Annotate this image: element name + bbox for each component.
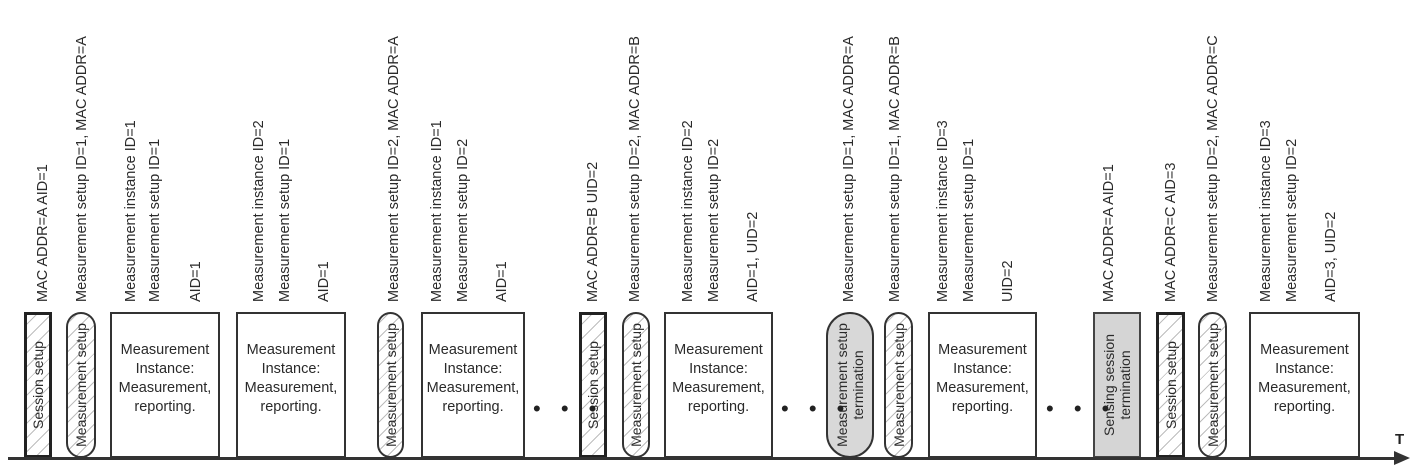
parameter-label: Measurement setup ID=2, MAC ADDR=C xyxy=(1205,35,1221,302)
block-label-line: Measurement xyxy=(120,342,210,358)
block-label: Measurement setup xyxy=(1205,323,1221,447)
block-label-line: termination xyxy=(850,350,866,420)
parameter-label: MAC ADDR=B UID=2 xyxy=(585,161,601,302)
block-label: Session setup xyxy=(1163,341,1179,429)
block-label-line: Measurement setup xyxy=(382,323,399,447)
block-label: Session setup xyxy=(30,341,46,429)
block-label: Measurement setup xyxy=(891,323,907,447)
parameter-label: Measurement instance ID=1 xyxy=(429,120,445,302)
parameter-label: Measurement setup ID=1, MAC ADDR=A xyxy=(841,36,857,302)
block-label-line: termination xyxy=(1117,350,1133,420)
block-label-line: Measurement setup xyxy=(628,323,644,447)
block-label-line: Session setup xyxy=(30,341,46,429)
measurement-setup-block: Measurement setup xyxy=(66,312,96,458)
parameter-label: Measurement instance ID=3 xyxy=(1258,120,1274,302)
block-label-line: Measurement, xyxy=(936,380,1029,396)
block-label-line: Measurement, xyxy=(672,380,765,396)
session-setup-block: Session setup xyxy=(579,312,607,458)
block-label: Measurement setup xyxy=(383,323,399,447)
parameter-label: UID=2 xyxy=(1000,260,1016,302)
block-label: Measurement setup xyxy=(628,323,644,447)
block-label-line: Instance: xyxy=(1275,361,1334,377)
session-setup-block: Session setup xyxy=(24,312,52,458)
block-label-line: Measurement xyxy=(246,342,336,358)
parameter-label: Measurement setup ID=2, MAC ADDR=A xyxy=(386,36,402,302)
block-label: Measurement setup xyxy=(73,323,89,447)
ellipsis-dots: • • • xyxy=(781,396,852,421)
parameter-label: Measurement instance ID=1 xyxy=(123,120,139,302)
parameter-label: AID=1 xyxy=(188,261,204,302)
block-label-line: Instance: xyxy=(689,361,748,377)
block-label-line: Measurement setup xyxy=(1204,323,1221,447)
block-label-line: Instance: xyxy=(261,361,321,377)
block-label-line: reporting. xyxy=(951,399,1014,415)
block-label-line: reporting. xyxy=(134,399,196,415)
measurement-setup-block: Measurement setup xyxy=(884,312,913,458)
parameter-label: Measurement setup ID=1, MAC ADDR=B xyxy=(887,36,903,302)
block-label-line: Measurement xyxy=(1260,342,1349,358)
parameter-label: Measurement setup ID=1 xyxy=(147,138,163,302)
parameter-label: Measurement instance ID=2 xyxy=(680,120,696,302)
parameter-label: AID=1 xyxy=(494,261,510,302)
parameter-label: Measurement instance ID=2 xyxy=(251,120,267,302)
parameter-label: AID=1 xyxy=(316,261,332,302)
parameter-label: AID=3, UID=2 xyxy=(1323,211,1339,302)
block-label-line: Measurement setup xyxy=(834,323,850,447)
block-label-line: Measurement setup xyxy=(890,323,907,447)
parameter-label: AID=1, UID=2 xyxy=(745,211,761,302)
parameter-label: MAC ADDR=C AID=3 xyxy=(1163,162,1179,302)
block-label-line: Measurement xyxy=(674,342,763,358)
block-label-line: reporting. xyxy=(1273,399,1336,415)
session-setup-block: Session setup xyxy=(1156,312,1185,458)
time-axis-line xyxy=(8,457,1400,460)
block-label-line: reporting. xyxy=(442,399,504,415)
block-label-line: Measurement xyxy=(428,342,518,358)
parameter-label: MAC ADDR=A AID=1 xyxy=(1101,164,1117,302)
parameter-label: Measurement setup ID=1 xyxy=(277,138,293,302)
parameter-label: Measurement setup ID=2 xyxy=(706,138,722,302)
block-label-line: Measurement, xyxy=(244,380,338,396)
parameter-label: Measurement setup ID=1, MAC ADDR=A xyxy=(74,36,90,302)
block-label-line: Measurement xyxy=(938,342,1027,358)
parameter-label: Measurement setup ID=2, MAC ADDR=B xyxy=(627,36,643,302)
block-label-line: reporting. xyxy=(687,399,750,415)
parameter-label: Measurement setup ID=2 xyxy=(1284,138,1300,302)
parameter-label: Measurement instance ID=3 xyxy=(935,120,951,302)
ellipsis-dots: • • • xyxy=(1046,396,1117,421)
measurement-setup-block: Measurement setup xyxy=(622,312,650,458)
measurement-setup-block: Measurement setup xyxy=(1198,312,1227,458)
block-label-line: Measurement, xyxy=(118,380,212,396)
block-label-line: Instance: xyxy=(953,361,1012,377)
block-label-line: Measurement, xyxy=(1258,380,1351,396)
block-label-line: Instance: xyxy=(135,361,195,377)
block-label-line: Instance: xyxy=(443,361,503,377)
parameter-label: Measurement setup ID=1 xyxy=(961,138,977,302)
block-label-line: Measurement setup xyxy=(73,323,89,447)
measurement-setup-block: Measurement setup xyxy=(377,312,404,458)
block-label-line: Measurement, xyxy=(426,380,520,396)
parameter-label: MAC ADDR=A AID=1 xyxy=(35,164,51,302)
time-axis-arrow-icon xyxy=(1394,451,1410,465)
ellipsis-dots: • • • xyxy=(533,396,604,421)
block-label-line: reporting. xyxy=(260,399,322,415)
block-label-line: Session setup xyxy=(1162,341,1179,429)
parameter-label: Measurement setup ID=2 xyxy=(455,138,471,302)
time-axis-label: T xyxy=(1395,431,1405,448)
